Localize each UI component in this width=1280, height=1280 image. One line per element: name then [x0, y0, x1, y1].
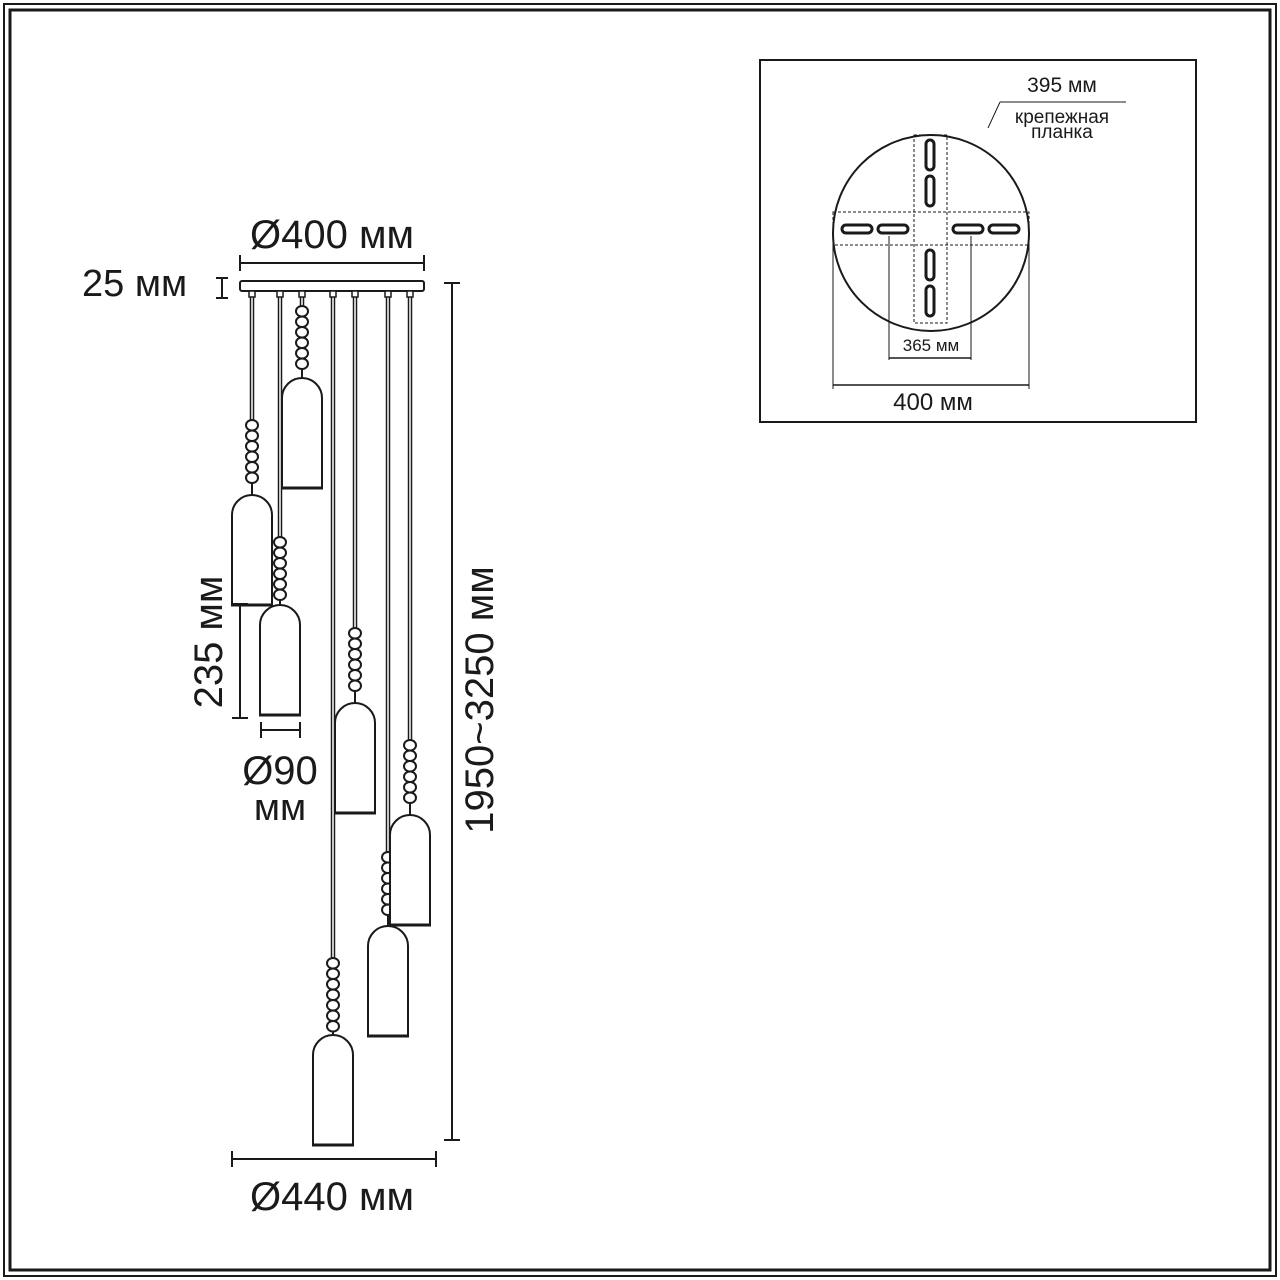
page-frame — [3, 3, 1277, 1277]
inner-width-label: 365 мм — [903, 336, 959, 355]
bead — [273, 536, 287, 549]
pendant-4 — [312, 290, 354, 1147]
shade-height-label: 235 мм — [187, 576, 231, 709]
bead — [326, 999, 340, 1012]
bead — [326, 988, 340, 1001]
bead — [273, 578, 287, 591]
cord-connector — [384, 290, 392, 298]
bracket-label-line2: планка — [1031, 122, 1093, 143]
shade-diameter-dimension: Ø90 мм — [242, 722, 318, 829]
cord-connector — [351, 290, 359, 298]
bead — [403, 781, 417, 794]
pendant-7 — [389, 290, 431, 927]
top-diameter-dimension: Ø400 мм — [239, 213, 425, 271]
pendant-group — [231, 290, 431, 1147]
pendant-lamp-elevation — [231, 280, 431, 1147]
shade-diameter-label-line1: Ø90 — [242, 749, 318, 793]
bead — [295, 336, 309, 349]
bead — [273, 546, 287, 559]
bead — [295, 305, 309, 318]
pendant-3 — [281, 290, 323, 490]
bead — [326, 967, 340, 980]
bead — [295, 347, 309, 360]
bead — [273, 567, 287, 580]
bracket-length-label: 395 мм — [1027, 74, 1097, 97]
mounting-plate-inset: 395 мм крепежная планка 365 мм 400 мм — [759, 59, 1197, 423]
bottom-diameter-label: Ø440 мм — [250, 1175, 414, 1219]
mounting-bracket — [832, 134, 1030, 324]
bead — [295, 357, 309, 370]
glass-shade — [231, 494, 273, 606]
bead — [245, 429, 259, 442]
cord-connector — [276, 290, 284, 298]
bracket-leader — [987, 101, 1126, 129]
pendant-2 — [259, 290, 301, 717]
bead — [403, 749, 417, 762]
glass-shade — [367, 925, 409, 1037]
cord-connector — [406, 290, 414, 298]
bead — [348, 648, 362, 661]
top-diameter-label: Ø400 мм — [250, 213, 414, 257]
bead — [326, 978, 340, 991]
glass-shade — [334, 702, 376, 814]
bead — [348, 658, 362, 671]
outer-width-label: 400 мм — [893, 389, 973, 416]
glass-shade — [389, 814, 431, 926]
bottom-diameter-dimension: Ø440 мм — [231, 1151, 437, 1219]
inset-frame — [759, 59, 1197, 423]
bead — [245, 450, 259, 463]
shade-height-dimension: 235 мм — [187, 576, 248, 719]
bead — [295, 326, 309, 339]
bead — [273, 557, 287, 570]
bead — [245, 471, 259, 484]
bead — [326, 1009, 340, 1022]
pendant-5 — [334, 290, 376, 815]
bead — [403, 770, 417, 783]
bead — [348, 669, 362, 682]
bead — [245, 419, 259, 432]
total-height-dimension: 1950~3250 мм — [444, 282, 502, 1141]
bracket-label-line1: крепежная — [1015, 107, 1109, 128]
glass-shade — [259, 604, 301, 716]
glass-shade — [281, 377, 323, 489]
bead — [245, 461, 259, 474]
glass-shade — [312, 1034, 354, 1146]
ceiling-canopy — [239, 280, 425, 292]
canopy-height-dimension: 25 мм — [82, 263, 228, 305]
bead — [326, 957, 340, 970]
bead — [326, 1020, 340, 1033]
bead — [348, 679, 362, 692]
cord-connector — [248, 290, 256, 298]
cord-connector — [329, 290, 337, 298]
bead — [403, 760, 417, 773]
cord-connector — [298, 290, 306, 298]
bead — [348, 627, 362, 640]
bead — [403, 739, 417, 752]
total-height-label: 1950~3250 мм — [458, 566, 502, 833]
bead — [403, 791, 417, 804]
outer-width-dimension — [832, 233, 1030, 389]
inner-width-dimension — [888, 236, 972, 360]
pendant-6 — [367, 290, 409, 1038]
canopy-height-label: 25 мм — [82, 263, 187, 305]
shade-diameter-label-line2: мм — [254, 787, 306, 829]
bead — [295, 315, 309, 328]
pendant-1 — [231, 290, 273, 607]
bead — [348, 637, 362, 650]
bead — [245, 440, 259, 453]
bead — [273, 588, 287, 601]
